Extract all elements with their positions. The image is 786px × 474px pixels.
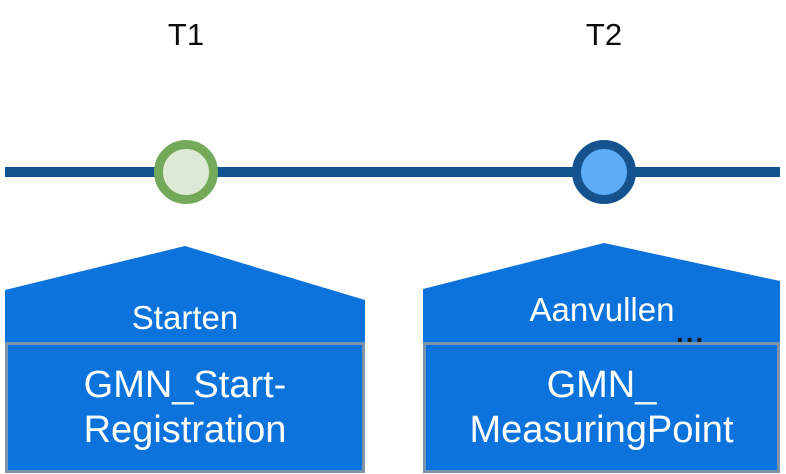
process-group-start[interactable]: Starten GMN_Start- Registration [0,243,370,474]
entity-label-supplement: GMN_ MeasuringPoint [469,363,734,451]
process-group-supplement[interactable]: Aanvullen ... GMN_ MeasuringPoint [418,243,786,474]
timeline-axis-line [5,167,780,177]
pentagon-shape-start [5,246,365,346]
process-ellipsis-supplement: ... [676,317,706,348]
timeline-tick-label-t1: T1 [167,17,205,52]
entity-label-start: GMN_Start- Registration [83,363,287,451]
timeline-event-marker-t2[interactable] [572,140,636,204]
timeline-tick-label-t2: T2 [585,17,623,52]
timeline-event-marker-t1[interactable] [154,140,218,204]
process-pentagon-start[interactable] [0,243,370,346]
process-pentagon-supplement[interactable] [418,243,786,346]
entity-box-start[interactable]: GMN_Start- Registration [5,342,365,473]
pentagon-shape-supplement [423,243,780,346]
entity-box-supplement[interactable]: GMN_ MeasuringPoint [423,342,780,473]
